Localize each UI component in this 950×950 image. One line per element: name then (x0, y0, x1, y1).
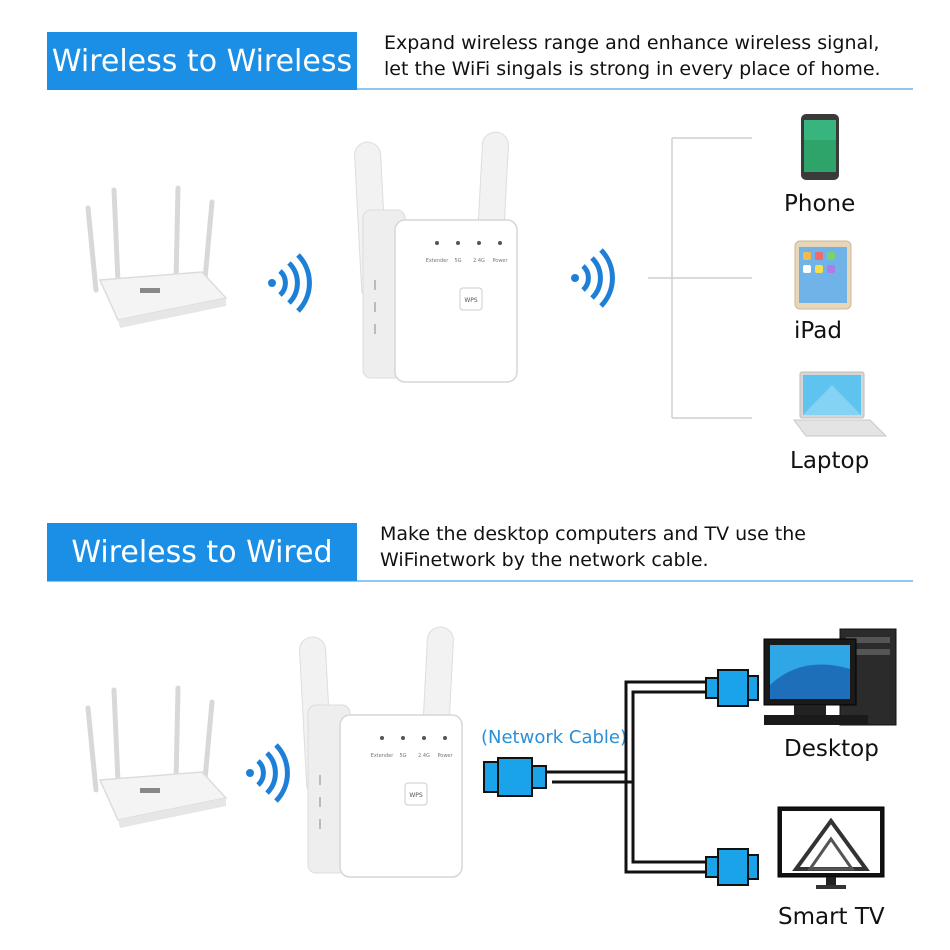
tablet-icon (794, 240, 852, 310)
led-label-24g: 2.4G (418, 753, 430, 759)
led-label-power: Power (492, 258, 508, 264)
wifi-extender-icon: Extender 5G 2.4G Power WPS (299, 626, 463, 878)
description-line-1: Make the desktop computers and TV use th… (380, 523, 806, 545)
desktop-computer-icon (763, 628, 897, 726)
led-label-extender: Extender (426, 258, 450, 264)
smart-tv-icon (777, 806, 885, 889)
wifi-signal-icon (268, 253, 312, 313)
device-label-laptop: Laptop (790, 448, 870, 474)
router-icon (85, 685, 228, 828)
router-icon (85, 185, 228, 328)
section-wireless-to-wireless: Wireless to Wireless Expand wireless ran… (47, 30, 934, 474)
wps-button-label: WPS (409, 792, 423, 799)
description: Make the desktop computers and TV use th… (380, 521, 930, 573)
device-label-desktop: Desktop (784, 736, 879, 762)
description-line-1: Expand wireless range and enhance wirele… (384, 32, 880, 54)
led-label-5g: 5G (454, 258, 461, 264)
led-label-24g: 2.4G (473, 258, 485, 264)
banner-underline (47, 580, 913, 582)
wifi-signal-icon (571, 248, 615, 308)
description-line-2: let the WiFi singals is strong in every … (384, 58, 881, 80)
description: Expand wireless range and enhance wirele… (384, 30, 934, 82)
device-label-ipad: iPad (794, 318, 842, 344)
network-cable-label: (Network Cable) (481, 727, 628, 748)
device-label-smart-tv: Smart TV (778, 904, 885, 930)
led-label-5g: 5G (399, 753, 406, 759)
banner-title: Wireless to Wireless (47, 32, 357, 90)
phone-icon (801, 114, 839, 180)
led-label-extender: Extender (371, 753, 395, 759)
banner-underline (47, 88, 913, 90)
banner-title: Wireless to Wired (47, 523, 357, 581)
section-wireless-to-wired: Wireless to Wired Make the desktop compu… (0, 500, 950, 950)
laptop-icon (793, 371, 888, 437)
connection-bracket (648, 137, 752, 419)
network-cable (483, 669, 759, 886)
led-label-power: Power (437, 753, 453, 759)
wifi-signal-icon (246, 743, 290, 803)
wifi-extender-icon: Extender 5G 2.4G Power WPS (354, 131, 518, 383)
description-line-2: WiFinetwork by the network cable. (380, 549, 709, 571)
device-label-phone: Phone (784, 191, 856, 217)
wps-button-label: WPS (464, 297, 478, 304)
